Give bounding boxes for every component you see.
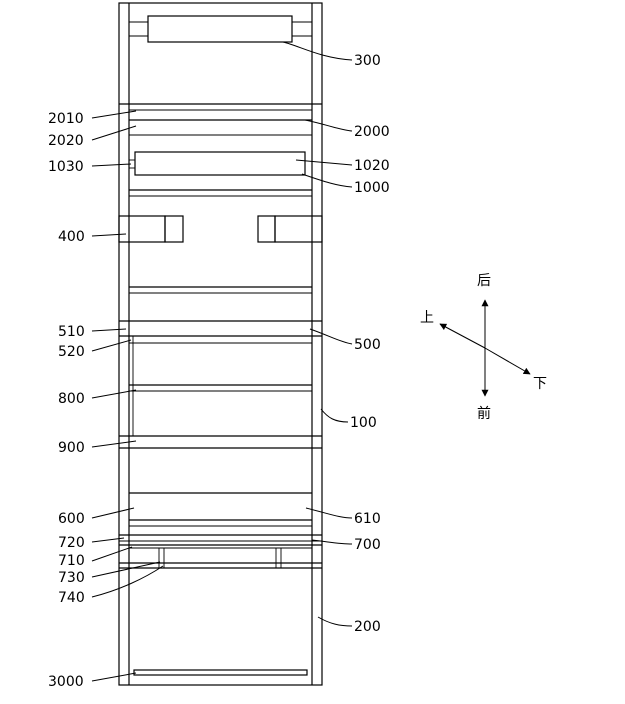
label-3000: 3000	[48, 674, 84, 690]
top-roller	[129, 15, 312, 43]
label-1020: 1020	[354, 158, 390, 174]
label-520: 520	[58, 344, 85, 360]
label-200: 200	[354, 619, 381, 635]
dir-back-label: 后	[477, 273, 491, 289]
assembly-600	[129, 492, 312, 527]
outer-frame	[118, 2, 323, 686]
label-610: 610	[354, 511, 381, 527]
label-510: 510	[58, 324, 85, 340]
label-300: 300	[354, 53, 381, 69]
label-740: 740	[58, 590, 85, 606]
dir-front-label: 前	[477, 405, 491, 422]
leader-lines	[91, 41, 353, 682]
label-2000: 2000	[354, 124, 390, 140]
direction-indicator: 后 前 上 下	[420, 273, 547, 422]
label-730: 730	[58, 570, 85, 586]
dir-down-label: 下	[533, 376, 547, 392]
label-900: 900	[58, 440, 85, 456]
label-400: 400	[58, 229, 85, 245]
assembly-2000	[119, 103, 322, 136]
dir-up-label: 上	[420, 310, 434, 326]
label-710: 710	[58, 553, 85, 569]
label-720: 720	[58, 535, 85, 551]
label-500: 500	[354, 337, 381, 353]
label-1000: 1000	[354, 180, 390, 196]
label-700: 700	[354, 537, 381, 553]
cabinet-frame	[118, 2, 323, 686]
label-100: 100	[350, 415, 377, 431]
middle-shelves	[119, 286, 322, 449]
bottom-bar-3000	[133, 669, 308, 676]
reference-labels: 300 2010 2020 2000 1030 1020 1000 400 51…	[48, 53, 390, 690]
label-2010: 2010	[48, 111, 84, 127]
assembly-1000	[128, 151, 312, 197]
label-1030: 1030	[48, 159, 84, 175]
label-600: 600	[58, 511, 85, 527]
label-800: 800	[58, 391, 85, 407]
arrow-down	[484, 347, 531, 375]
blocks-400	[118, 215, 323, 243]
arrow-up	[439, 323, 486, 349]
label-2020: 2020	[48, 133, 84, 149]
assembly-700	[119, 534, 322, 569]
